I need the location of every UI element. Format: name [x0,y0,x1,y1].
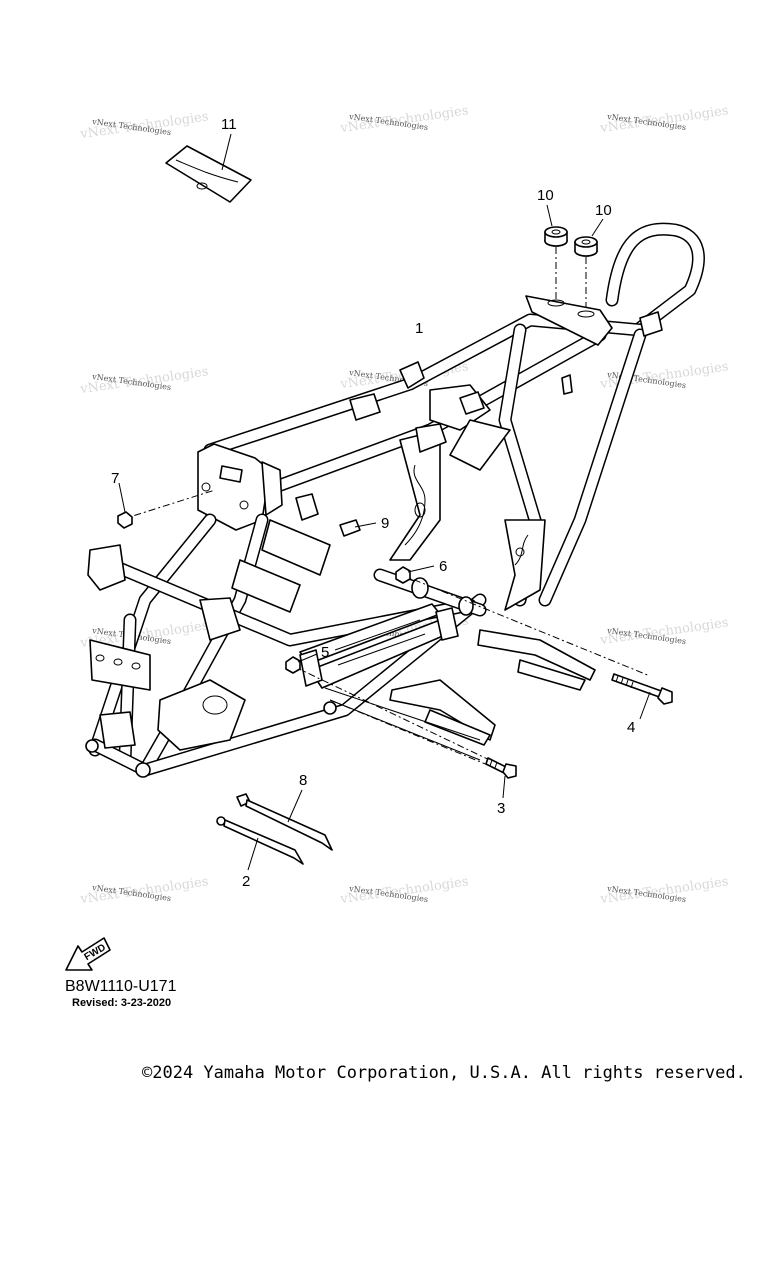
callout-10-right: 10 [595,202,612,219]
part-1-frame [85,222,705,778]
callout-4: 4 [627,719,635,736]
callout-3: 3 [497,800,505,817]
dash-6 [399,573,651,677]
revised-date: Revised: 3-23-2020 [72,997,172,1009]
callout-5: 5 [321,644,329,661]
grommet-right [574,236,598,257]
callout-2: 2 [242,873,250,890]
grommet-left [544,226,568,247]
part-7-nut [117,482,133,529]
callout-9: 9 [381,515,389,532]
dash-7 [119,489,216,521]
callout-1: 1 [415,320,423,337]
callout-8: 8 [299,772,307,789]
dash-3 [329,699,501,771]
callout-10-left: 10 [537,187,554,204]
part-2-cable-tie [216,816,304,871]
part-4-bolt [611,673,673,720]
part-10-grommets [544,204,604,318]
leader-9 [354,522,377,528]
part-3-bolt [485,757,517,799]
callout-6: 6 [439,558,447,575]
diagram-code: B8W1110-U171 [65,978,177,995]
copyright-notice: ©2024 Yamaha Motor Corporation, U.S.A. A… [142,1063,746,1083]
part-11-packet [165,133,252,203]
watermark-grid: vNext Technologies vNext Technologies vN… [78,103,729,907]
part-8-cable-tie [236,789,333,851]
fwd-arrow-icon: FWD [65,937,111,971]
callout-7: 7 [111,470,119,487]
part-6-nut [395,565,435,584]
part-5-nut [285,653,318,674]
callout-labels: 1 2 3 4 5 6 7 8 9 10 10 11 [111,116,635,890]
callout-11: 11 [221,116,237,133]
